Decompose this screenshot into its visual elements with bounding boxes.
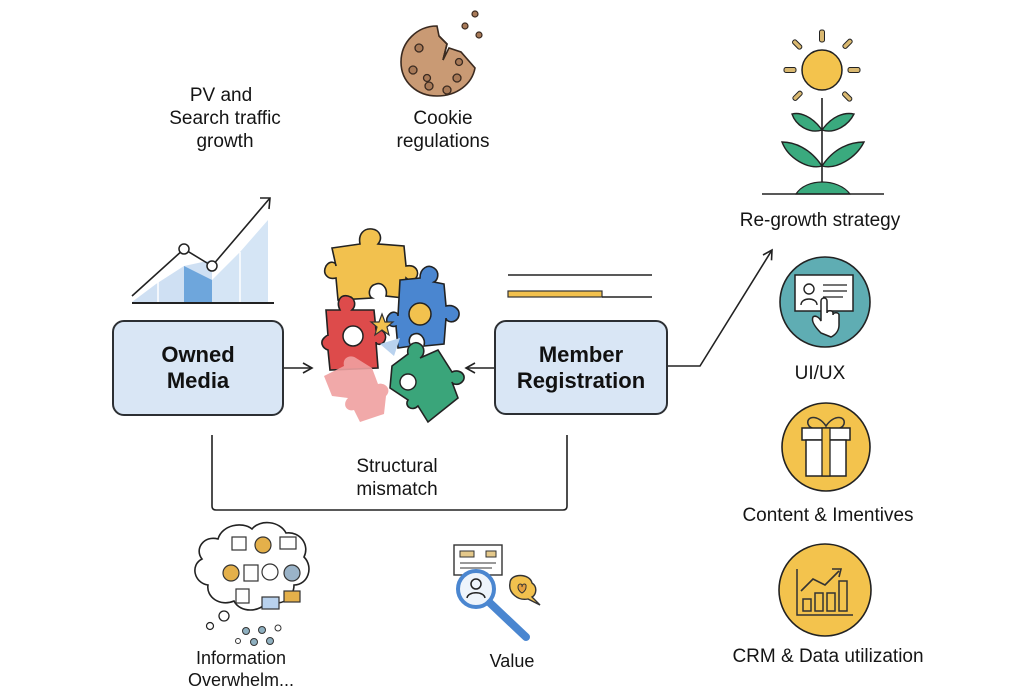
cookie-line2: regulations — [396, 131, 490, 152]
gift-icon — [781, 402, 871, 492]
strategy-item-crm-data[interactable]: CRM & Data utilization — [720, 543, 940, 675]
owned-media-node[interactable]: Owned Media — [112, 320, 284, 416]
structural-mismatch-label: Structural mismatch — [322, 455, 472, 501]
uiux-label: UI/UX — [794, 363, 846, 384]
structural-mismatch-line2: mismatch — [356, 479, 438, 500]
pv-growth-line3: growth — [196, 131, 254, 152]
growth-chart-icon — [778, 543, 872, 637]
member-registration-line1: Member — [538, 341, 624, 367]
pv-growth-line1: PV and — [189, 85, 253, 106]
registration-progress-icon — [507, 274, 652, 298]
owned-media-line2: Media — [166, 368, 230, 393]
member-registration-node[interactable]: Member Registration — [494, 320, 668, 415]
structural-mismatch-line1: Structural — [356, 456, 438, 477]
broken-cookie-icon — [400, 10, 483, 97]
owned-media-line1: Owned — [161, 342, 235, 367]
connectors — [211, 248, 773, 511]
strategy-item-uiux[interactable]: UI/UX — [720, 255, 920, 385]
regrowth-strategy-label: Re-growth strategy — [739, 210, 901, 231]
information-line1: Information — [195, 648, 287, 668]
traffic-growth-chart-icon — [131, 197, 274, 304]
member-registration-line2: Registration — [516, 367, 646, 393]
information-label: Information Overwhelm... — [166, 647, 316, 691]
strategy-item-content-incentives[interactable]: Content & Imentives — [720, 400, 940, 530]
content-incentives-label: Content & Imentives — [742, 505, 914, 526]
value-search-icon — [453, 544, 541, 641]
cookie-regulations-label: Cookie regulations — [368, 107, 518, 153]
arrow-member-to-regrowth — [667, 248, 773, 367]
information-cloud-icon — [194, 521, 310, 646]
information-line2: Overwhelm... — [187, 670, 295, 690]
value-label: Value — [489, 651, 535, 671]
sun-plant-icon — [762, 29, 884, 195]
cookie-line1: Cookie — [413, 108, 473, 129]
touch-screen-icon — [779, 256, 871, 348]
pv-growth-label: PV and Search traffic growth — [150, 84, 300, 153]
crm-data-label: CRM & Data utilization — [732, 646, 924, 667]
pv-growth-line2: Search traffic — [169, 108, 281, 129]
structural-mismatch-bracket — [211, 435, 568, 511]
puzzle-pieces-icon — [321, 228, 465, 424]
